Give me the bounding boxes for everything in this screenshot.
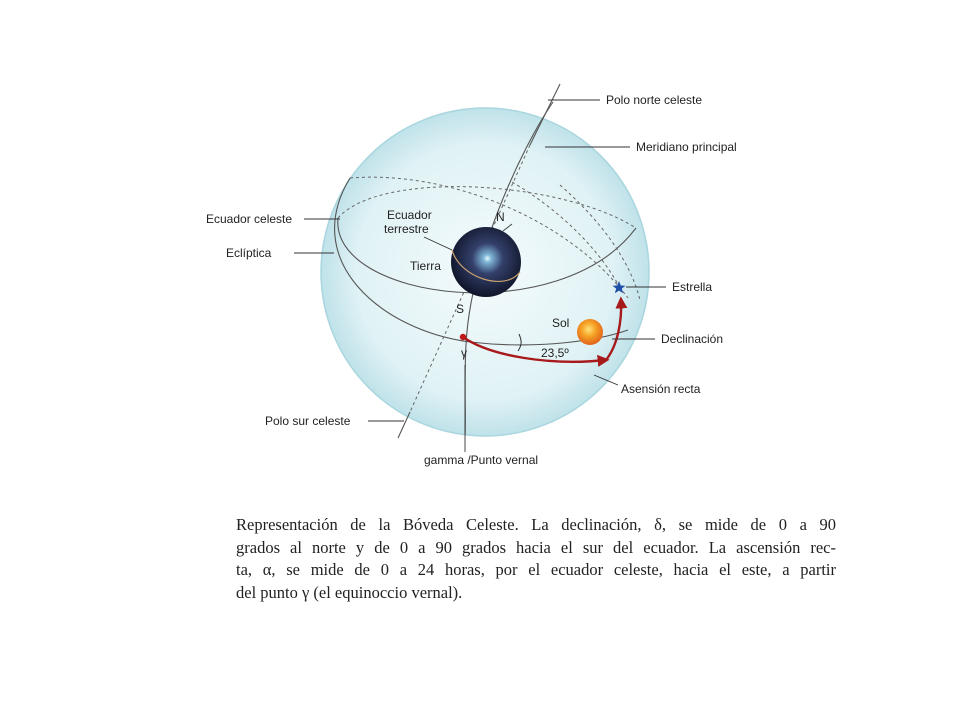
star-hour-circle-2 <box>559 184 641 301</box>
caption-line-4: del punto γ (el equinoccio vernal). <box>236 582 463 602</box>
obliquity-angle-arc <box>517 333 522 352</box>
label-south: S <box>456 302 464 316</box>
caption-line-1: Representación de la Bóveda Celeste. La … <box>236 515 836 534</box>
figure-caption: Representación de la Bóveda Celeste. La … <box>236 514 836 604</box>
right-ascension-arrow <box>462 336 610 367</box>
celestial-equator-front <box>337 217 637 294</box>
label-estrella: Estrella <box>672 280 712 294</box>
label-angle: 23,5º <box>541 346 569 360</box>
label-punto-vernal: gamma /Punto vernal <box>424 453 538 467</box>
earth-equator <box>451 249 521 282</box>
label-polo-sur: Polo sur celeste <box>265 414 351 428</box>
declination-arrow <box>605 296 628 361</box>
label-asension: Asensión recta <box>621 382 701 396</box>
caption-line-3: ta, α, se mide de 0 a 24 horas, por el e… <box>236 560 836 580</box>
label-ecuador-celeste: Ecuador celeste <box>206 212 292 226</box>
label-gamma: γ <box>461 346 467 360</box>
star-hour-circle <box>511 181 621 289</box>
label-polo-norte: Polo norte celeste <box>606 93 702 107</box>
label-north: N <box>496 210 505 224</box>
celestial-equator-back <box>337 186 637 229</box>
celestial-axis-top <box>529 83 561 146</box>
label-declinacion: Declinación <box>661 332 723 346</box>
earth <box>451 227 521 297</box>
label-ecuador-terrestre-1: Ecuador <box>387 208 432 222</box>
label-ecuador-terrestre-2: terrestre <box>384 222 429 236</box>
earth-axis-n <box>502 223 513 232</box>
vernal-point <box>459 333 467 341</box>
ecliptic-back <box>349 176 629 299</box>
label-meridiano: Meridiano principal <box>636 140 737 154</box>
label-ecliptica: Eclíptica <box>226 246 272 260</box>
label-tierra: Tierra <box>410 259 441 273</box>
celestial-sphere-diagram: Polo norte celeste Meridiano principal E… <box>206 83 737 467</box>
celestial-axis-bottom <box>397 411 411 439</box>
leader-asension <box>593 374 619 386</box>
leader-ecuador-terrestre <box>423 236 453 251</box>
sun <box>577 319 603 345</box>
label-sol: Sol <box>552 316 569 330</box>
star-icon <box>612 281 626 294</box>
caption-line-2: grados al norte y de 0 a 90 grados hacia… <box>236 537 836 557</box>
